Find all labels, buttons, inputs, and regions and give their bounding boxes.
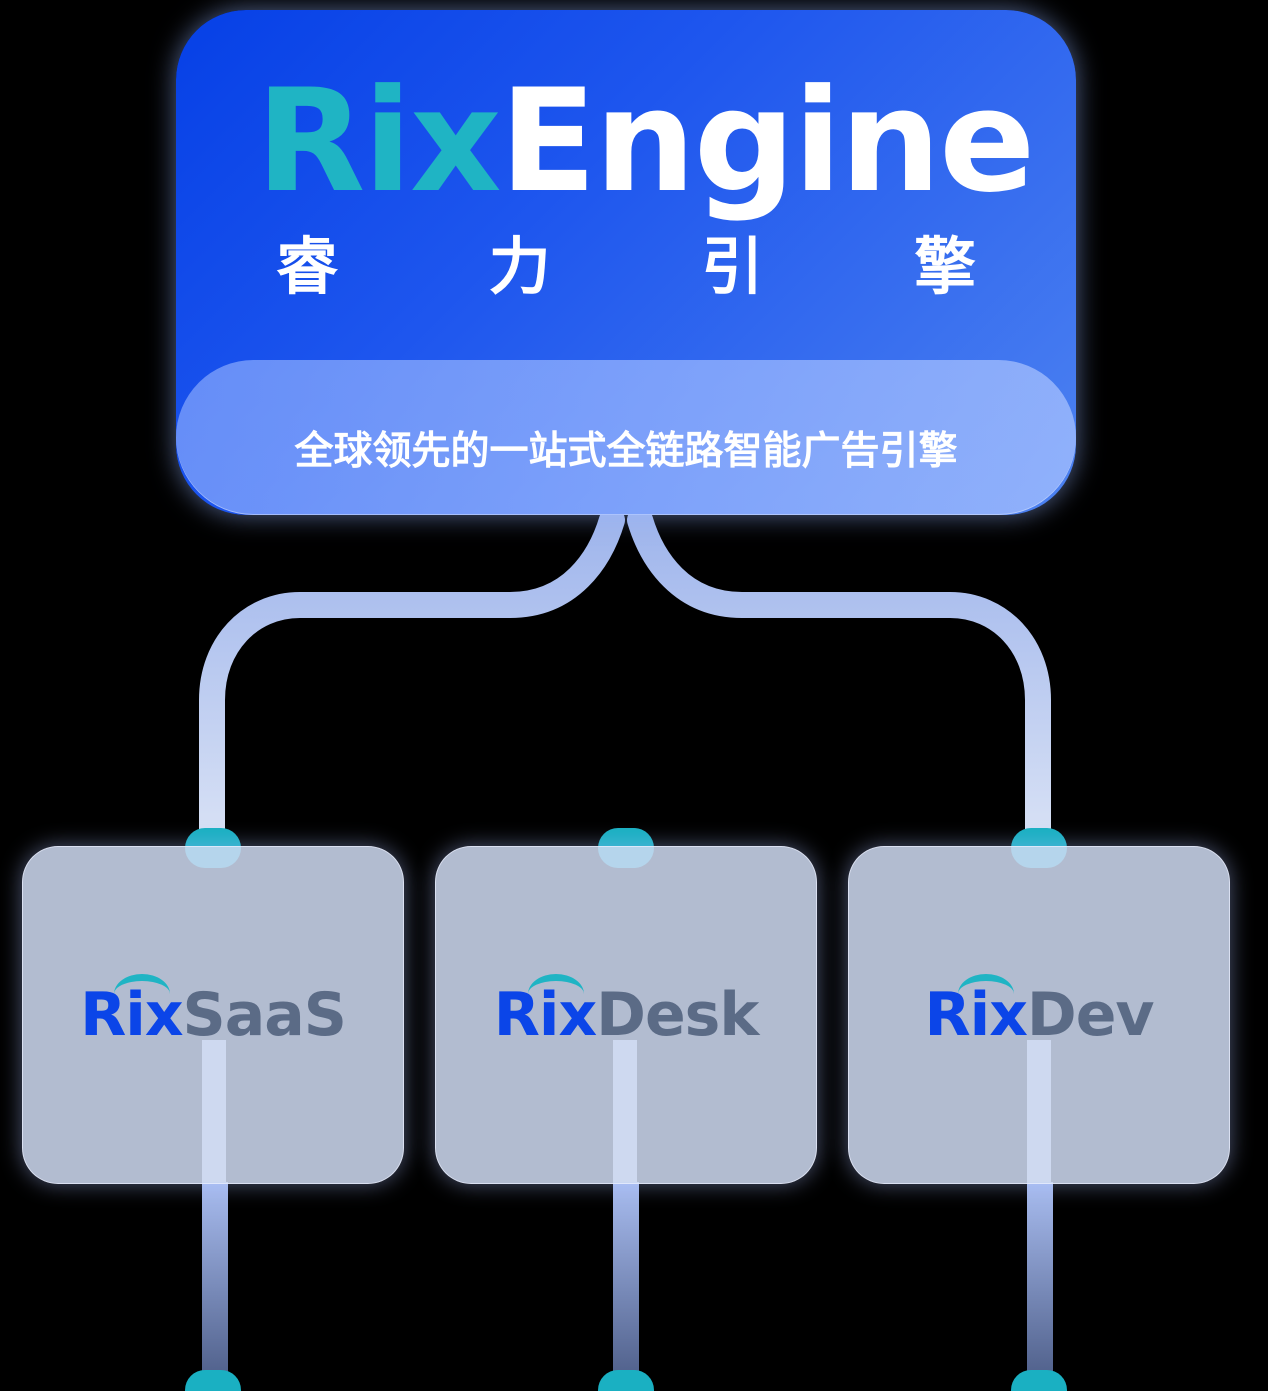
chinese-char-3: 引 [701,230,764,303]
rixdesk-logo: Rix Desk [436,974,816,1055]
rixdev-logo: Rix Dev [849,974,1229,1055]
logo-engine-text: Engine [499,59,1036,224]
chinese-char-4: 擎 [913,230,976,303]
connector-right [627,507,1051,858]
product-name-saas: SaaS [182,980,347,1050]
connector-down-left [202,1182,228,1391]
chinese-char-2: 力 [488,230,551,303]
connector-down-center [613,1182,639,1391]
logo-rix-text: Rix [256,59,502,224]
connector-left [199,507,625,858]
arc-icon [114,974,176,994]
product-card-rixdesk: Rix Desk [435,846,817,1184]
rix-prefix: Rix [924,974,1028,1050]
tagline-pill: 全球领先的一站式全链路智能广告引擎 [176,360,1076,515]
arc-icon [527,974,590,994]
chinese-name: 睿 力 引 擎 [276,232,976,302]
rixsaas-logo: Rix SaaS [23,974,403,1055]
rixengine-card: RixEngine 睿 力 引 擎 全球领先的一站式全链路智能广告引擎 [176,10,1076,515]
tagline-text: 全球领先的一站式全链路智能广告引擎 [294,428,958,474]
node-bottom-right [1011,1370,1067,1391]
node-bottom-left [185,1370,241,1391]
product-name-dev: Dev [1026,980,1155,1050]
rix-prefix: Rix [494,974,597,1050]
rixengine-logo: RixEngine [256,59,1036,224]
node-bottom-center [598,1370,654,1391]
rix-prefix: Rix [80,974,184,1050]
chinese-char-1: 睿 [276,230,339,303]
product-name-desk: Desk [596,980,759,1050]
product-card-rixdev: Rix Dev [848,846,1230,1184]
product-card-rixsaas: Rix SaaS [22,846,404,1184]
arc-icon [958,974,1020,994]
connector-down-right [1027,1182,1053,1391]
